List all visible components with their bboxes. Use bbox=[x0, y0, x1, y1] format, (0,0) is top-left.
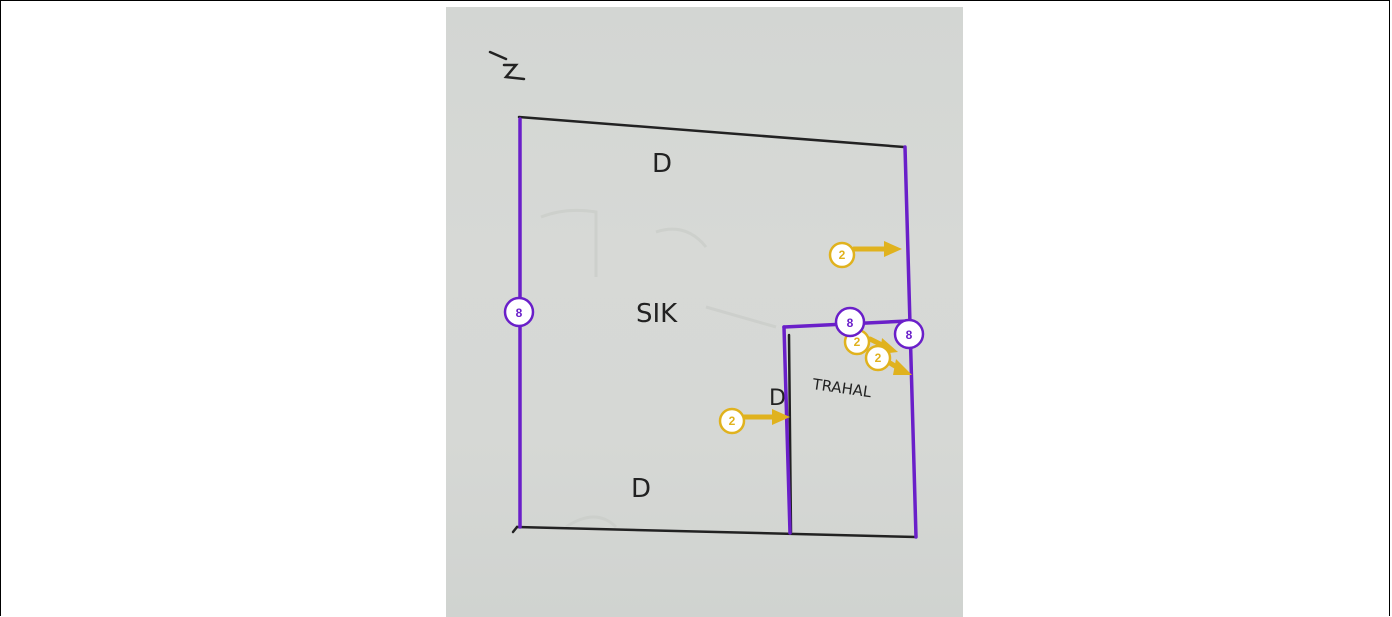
room-label-small: TRAHAL bbox=[810, 375, 873, 401]
corner-mark-stroke bbox=[488, 50, 526, 81]
door-mark-top: D bbox=[652, 149, 672, 179]
corner-stroke bbox=[511, 525, 519, 534]
arrow-head-lower-left bbox=[772, 409, 790, 425]
opening-badges: 2 2 2 2 bbox=[718, 241, 892, 435]
svg-text:2: 2 bbox=[854, 335, 861, 349]
svg-text:2: 2 bbox=[875, 351, 882, 365]
arrow-head-upper-right bbox=[884, 241, 902, 257]
opening-badge-upper-right[interactable]: 2 bbox=[828, 241, 856, 269]
wall-badge-left[interactable]: 8 bbox=[503, 296, 535, 328]
paper-shadow-marks bbox=[540, 208, 777, 529]
door-mark-bottom: D bbox=[631, 474, 651, 504]
bottom-wall-stroke bbox=[515, 525, 918, 539]
wall-badge-inner-top[interactable]: 8 bbox=[834, 306, 866, 338]
wall-line-inner-left[interactable] bbox=[782, 325, 792, 535]
arrow-head-inner-b bbox=[893, 359, 912, 375]
svg-text:8: 8 bbox=[906, 328, 913, 342]
svg-text:8: 8 bbox=[516, 306, 523, 320]
wall-badge-right[interactable]: 8 bbox=[893, 318, 925, 350]
wall-badges: 8 8 8 bbox=[503, 296, 925, 350]
room-label-main: SIK bbox=[636, 299, 678, 329]
top-wall-stroke bbox=[517, 115, 906, 149]
sketch-photo: D SIK D D TRAHAL ~2 bbox=[446, 7, 963, 617]
door-mark-inner: D bbox=[769, 386, 786, 411]
svg-text:8: 8 bbox=[847, 316, 854, 330]
annotation-canvas[interactable]: D SIK D D TRAHAL ~2 bbox=[446, 7, 963, 617]
sketch-outline bbox=[488, 50, 918, 539]
opening-badge-lower-left[interactable]: 2 bbox=[718, 407, 746, 435]
svg-text:2: 2 bbox=[729, 414, 736, 428]
opening-badge-inner-b[interactable]: 2 bbox=[864, 344, 892, 372]
svg-text:2: 2 bbox=[839, 248, 846, 262]
